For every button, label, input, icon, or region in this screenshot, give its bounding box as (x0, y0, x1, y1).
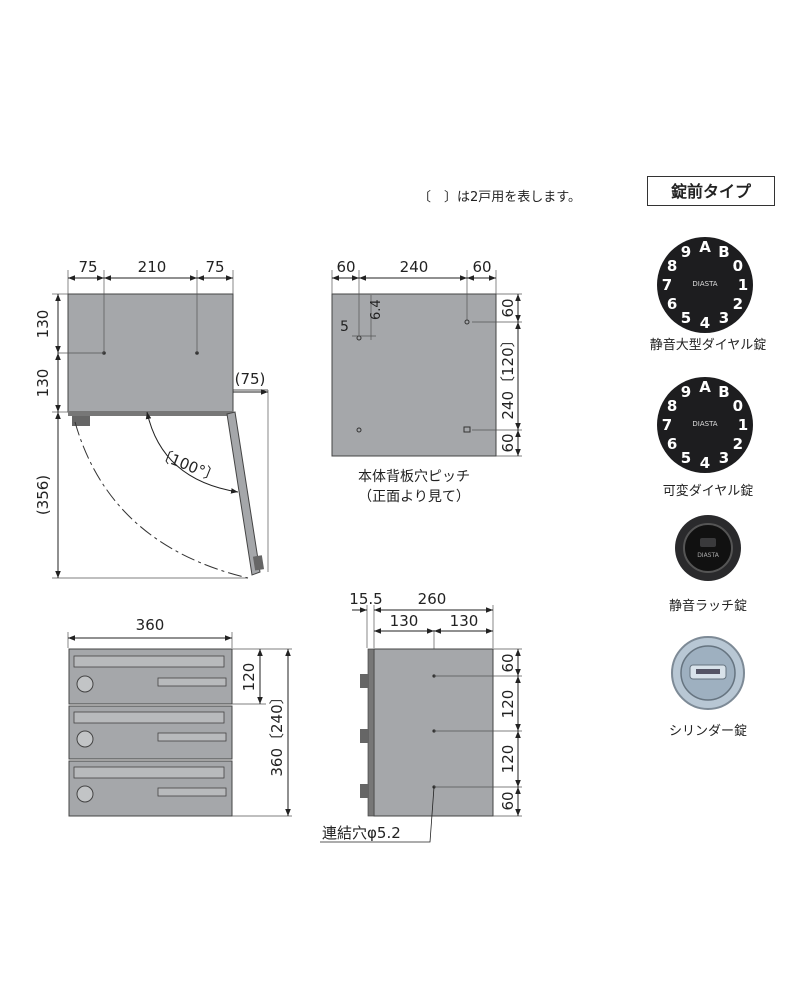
angle-label: 〔100°〕 (154, 445, 222, 486)
dial-digit: 0 (733, 397, 743, 415)
back-view: 60 240 60 6.4 5 60 240〔120〕 60 本体背板穴ピッチ … (331, 258, 522, 505)
mailbox-unit (68, 760, 233, 817)
lock-label-variable-dial: 可変ダイヤル錠 (662, 484, 754, 499)
lock-label-cylinder: シリンダー錠 (668, 724, 747, 739)
back-dim-right-60-top: 60 (499, 298, 517, 317)
side-view-body (67, 293, 234, 413)
lock-type-title: 錠前タイプ (647, 176, 775, 206)
dial-digit: 4 (700, 314, 710, 332)
section-right-60-bottom: 60 (499, 791, 517, 810)
back-caption-2: （正面より見て） (358, 489, 470, 505)
side-dim-130-upper: 130 (34, 310, 52, 339)
dial-digit: 6 (667, 435, 677, 453)
section-right-60-top: 60 (499, 653, 517, 672)
back-dim-60-left: 60 (336, 258, 355, 276)
connection-hole-label: 連結穴φ5.2 (322, 824, 401, 842)
dial-digit: A (699, 378, 711, 396)
front-dim-120: 120 (240, 663, 258, 692)
section-right-120-b: 120 (499, 745, 517, 774)
mailbox-unit (68, 648, 233, 705)
section-right-120-a: 120 (499, 690, 517, 719)
side-dim-depth: (356) (34, 475, 52, 515)
dial-digit: 0 (733, 257, 743, 275)
back-dim-60-right: 60 (472, 258, 491, 276)
side-section-view: 15.5 260 130 130 60 120 120 60 連結穴φ5.2 (320, 590, 522, 843)
side-dim-210: 210 (138, 258, 167, 276)
latch-brand: DIASTA (697, 552, 720, 559)
front-dim-360: 360 (136, 616, 165, 634)
side-dim-130-lower: 130 (34, 369, 52, 398)
dial-brand: DIASTA (692, 280, 717, 288)
section-dim-260: 260 (418, 590, 447, 608)
dial-digit: 3 (719, 449, 729, 467)
dial-digit: A (699, 238, 711, 256)
dial-digit: 1 (738, 276, 748, 294)
lock-label-latch: 静音ラッチ錠 (668, 599, 747, 614)
section-dim-15-5: 15.5 (349, 590, 382, 608)
back-dim-240: 240 (400, 258, 429, 276)
back-caption-1: 本体背板穴ピッチ (358, 469, 470, 485)
dial-digit: 2 (733, 295, 743, 313)
back-dim-right-60-bottom: 60 (499, 433, 517, 452)
dial-digit: 3 (719, 309, 729, 327)
open-door (226, 411, 261, 576)
dial-digit: 8 (667, 397, 677, 415)
dial-digit: 9 (681, 383, 691, 401)
back-dim-5: 5 (340, 319, 349, 335)
dial-digit: 4 (700, 454, 710, 472)
back-view-panel (331, 293, 497, 457)
front-view: 360 120 360〔240〕 (67, 616, 292, 817)
dial-digit: 9 (681, 243, 691, 261)
door-swing-arc (74, 421, 249, 579)
side-dim-75-right: 75 (205, 258, 224, 276)
dial-digit: B (718, 383, 729, 401)
lock-cylinder (671, 636, 745, 710)
dial-digit: 5 (681, 449, 691, 467)
lock-latch: DIASTA (675, 515, 741, 581)
bracket-note: 〔 〕は2戸用を表します。 (418, 190, 581, 205)
dial-digit: 2 (733, 435, 743, 453)
section-dim-130-left: 130 (390, 612, 419, 630)
dial-digit: 8 (667, 257, 677, 275)
dial-digit: 5 (681, 309, 691, 327)
side-dim-75-left: 75 (78, 258, 97, 276)
angle-arc (145, 411, 239, 494)
back-dim-6-4: 6.4 (369, 299, 384, 320)
front-dim-total: 360〔240〕 (268, 689, 286, 776)
dial-digit: 6 (667, 295, 677, 313)
dial-digit: 7 (662, 416, 672, 434)
dial-digit: 1 (738, 416, 748, 434)
back-dim-right-240: 240〔120〕 (499, 332, 517, 419)
door-width-dim: (75) (235, 370, 266, 388)
side-view: 75 210 75 130 130 (356) (75) 〔100°〕 (34, 258, 269, 579)
dial-digit: B (718, 243, 729, 261)
section-dim-130-right: 130 (450, 612, 479, 630)
dial-brand: DIASTA (692, 420, 717, 428)
mailbox-unit (68, 705, 233, 760)
dial-digit: 7 (662, 276, 672, 294)
lock-label-large-dial: 静音大型ダイヤル錠 (649, 338, 767, 353)
